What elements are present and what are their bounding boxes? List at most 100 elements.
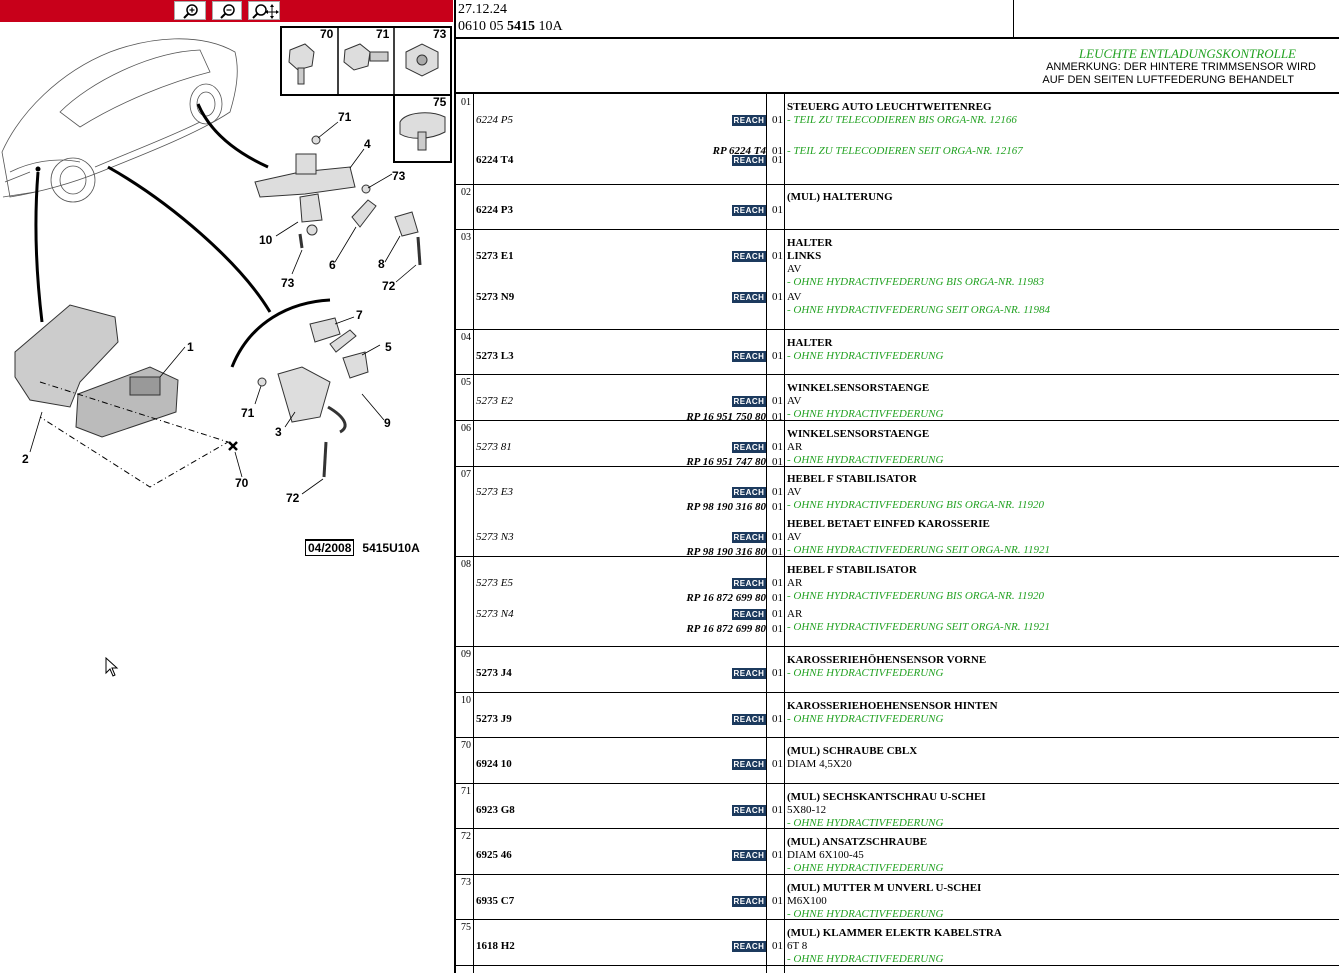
quantity: 01 [772, 849, 783, 861]
part-number[interactable]: 6923 G8 [476, 804, 515, 816]
diagram-date: 04/2008 [305, 539, 355, 556]
callout-label: 3 [275, 425, 282, 439]
part-number[interactable]: 6935 C7 [476, 895, 515, 907]
part-description: HEBEL F STABILISATOR [787, 473, 917, 485]
part-number[interactable]: 6925 46 [476, 849, 512, 861]
reach-badge: REACH [732, 896, 766, 907]
part-number[interactable]: 5273 N9 [476, 291, 515, 303]
callout-label: 2 [22, 452, 29, 466]
part-description: - OHNE HYDRACTIVFEDERUNG SEIT ORGA-NR. 1… [787, 544, 1050, 556]
sensor-assembly-upper [254, 135, 422, 266]
quantity: 01 [772, 667, 783, 679]
part-description: (MUL) MUTTER M UNVERL U-SCHEI [787, 882, 982, 894]
position-number: 05 [461, 377, 471, 388]
quantity: 01 [772, 350, 783, 362]
reach-badge: REACH [732, 805, 766, 816]
title-area: LEUCHTE ENTLADUNGSKONTROLLE ANMERKUNG: D… [456, 40, 1339, 94]
control-unit [14, 304, 230, 488]
part-description: - TEIL ZU TELECODIEREN SEIT ORGA-NR. 121… [787, 145, 1023, 157]
position-number: 72 [461, 831, 471, 842]
reach-badge: REACH [732, 609, 766, 620]
part-description: - OHNE HYDRACTIVFEDERUNG SEIT ORGA-NR. 1… [787, 621, 1050, 633]
page-title: LEUCHTE ENTLADUNGSKONTROLLE [1078, 46, 1296, 61]
part-number[interactable]: 6224 T4 [476, 154, 514, 166]
part-description: - OHNE HYDRACTIVFEDERUNG BIS ORGA-NR. 11… [787, 499, 1045, 511]
part-number[interactable]: 5273 J9 [476, 713, 512, 725]
row-divider [456, 229, 1339, 230]
part-number[interactable]: 5273 E2 [476, 395, 513, 407]
leader-line [107, 165, 272, 313]
row-divider [456, 556, 1339, 557]
callout-label: 71 [376, 27, 390, 41]
part-number[interactable]: 1618 H2 [476, 940, 515, 952]
part-description: (MUL) KLAMMER ELEKTR KABELSTRA [787, 927, 1002, 939]
part-description: - OHNE HYDRACTIVFEDERUNG [787, 713, 944, 725]
diagram-pane: 70 71 73 75 71 4 73 10 73 6 8 72 1 2 7 5… [0, 0, 453, 973]
position-number: 71 [461, 786, 471, 797]
callout-label: 73 [392, 169, 406, 183]
part-description: - OHNE HYDRACTIVFEDERUNG BIS ORGA-NR. 11… [787, 276, 1045, 288]
row-divider [456, 919, 1339, 920]
part-number[interactable]: 5273 N4 [476, 608, 514, 620]
part-number[interactable]: 5273 E1 [476, 250, 514, 262]
part-number[interactable]: 5273 E5 [476, 577, 513, 589]
row-divider [456, 874, 1339, 875]
callout-label: 1 [187, 340, 194, 354]
quantity: 01 [772, 395, 783, 407]
part-description: DIAM 6X100-45 [787, 849, 864, 861]
quantity: 01 [772, 441, 783, 453]
quantity: 01 [772, 592, 783, 604]
position-number: 04 [461, 332, 471, 343]
column-divider [766, 94, 767, 973]
position-number: 06 [461, 423, 471, 434]
replacement-part: RP 98 190 316 80 [686, 501, 766, 513]
part-description: - OHNE HYDRACTIVFEDERUNG [787, 908, 944, 920]
callout-label: 75 [433, 95, 447, 109]
callout-label: 71 [241, 406, 255, 420]
row-divider [456, 737, 1339, 738]
hardware-box [280, 26, 452, 163]
title-note-line2: AUF DEN SEITEN LUFTFEDERUNG BEHANDELT [1042, 74, 1294, 86]
reach-badge: REACH [732, 714, 766, 725]
row-divider [456, 965, 1339, 966]
zoom-out-button[interactable] [212, 1, 242, 20]
quantity: 01 [772, 486, 783, 498]
position-number: 09 [461, 649, 471, 660]
header-code: 0610 05 5415 10A [458, 19, 563, 35]
part-description: KAROSSERIEHOEHENSENSOR HINTEN [787, 700, 998, 712]
part-number[interactable]: 5273 L3 [476, 350, 514, 362]
quantity: 01 [772, 291, 783, 303]
reach-badge: REACH [732, 759, 766, 770]
part-number[interactable]: 6224 P5 [476, 114, 513, 126]
quantity: 01 [772, 758, 783, 770]
part-description: AV [787, 486, 802, 498]
part-description: DIAM 4,5X20 [787, 758, 852, 770]
reach-badge: REACH [732, 850, 766, 861]
leader-line [196, 103, 269, 169]
header-divider [1013, 0, 1014, 38]
part-number[interactable]: 5273 J4 [476, 667, 512, 679]
callout-label: 73 [281, 276, 295, 290]
part-number[interactable]: 5273 N3 [476, 531, 514, 543]
part-description: STEUERG AUTO LEUCHTWEITENREG [787, 101, 992, 113]
part-number[interactable]: 5273 81 [476, 441, 512, 453]
zoom-fit-button[interactable] [248, 1, 280, 20]
row-divider [456, 828, 1339, 829]
part-number[interactable]: 6924 10 [476, 758, 512, 770]
position-number: 73 [461, 877, 471, 888]
part-number[interactable]: 6224 P3 [476, 204, 513, 216]
zoom-in-button[interactable] [174, 1, 206, 20]
position-number: 01 [461, 97, 471, 108]
part-number[interactable]: 5273 E3 [476, 486, 513, 498]
part-description: AV [787, 395, 802, 407]
part-description: HEBEL BETAET EINFED KAROSSERIE [787, 518, 990, 530]
replacement-part: RP 16 951 750 80 [686, 411, 766, 423]
part-description: - OHNE HYDRACTIVFEDERUNG BIS ORGA-NR. 11… [787, 590, 1045, 602]
part-description: M6X100 [787, 895, 827, 907]
list-header: 27.12.24 0610 05 5415 10A [456, 0, 1339, 39]
part-description: AV [787, 531, 802, 543]
callout-label: 72 [286, 491, 300, 505]
quantity: 01 [772, 411, 783, 423]
quantity: 01 [772, 501, 783, 513]
